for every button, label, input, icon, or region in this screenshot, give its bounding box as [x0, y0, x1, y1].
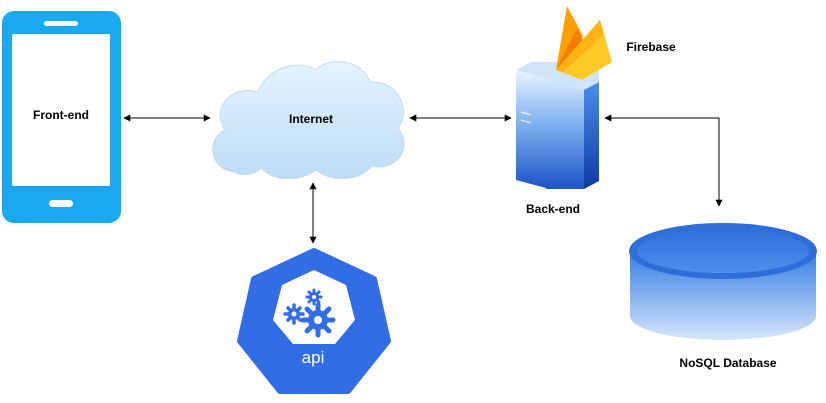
- backend-label: Back-end: [526, 202, 580, 216]
- backend-node[interactable]: Back-end: [516, 62, 599, 216]
- database-cylinder-icon: [629, 223, 817, 340]
- firebase-label: Firebase: [626, 40, 676, 54]
- frontend-node[interactable]: Front-end: [2, 11, 121, 223]
- api-label: api: [302, 348, 325, 367]
- edge-backend-database: [604, 114, 723, 207]
- frontend-label: Front-end: [33, 108, 89, 122]
- internet-label: Internet: [289, 112, 333, 126]
- database-node[interactable]: NoSQL Database: [629, 223, 817, 370]
- firebase-node[interactable]: Firebase: [556, 6, 676, 80]
- server-icon: [516, 62, 599, 189]
- internet-node[interactable]: Internet: [212, 61, 405, 180]
- cloud-icon: [212, 61, 405, 180]
- firebase-flame-icon: [556, 6, 612, 80]
- smartphone-icon: [2, 11, 121, 223]
- api-node[interactable]: api: [237, 248, 391, 394]
- database-label: NoSQL Database: [679, 356, 776, 370]
- gears-heptagon-icon: [237, 248, 391, 394]
